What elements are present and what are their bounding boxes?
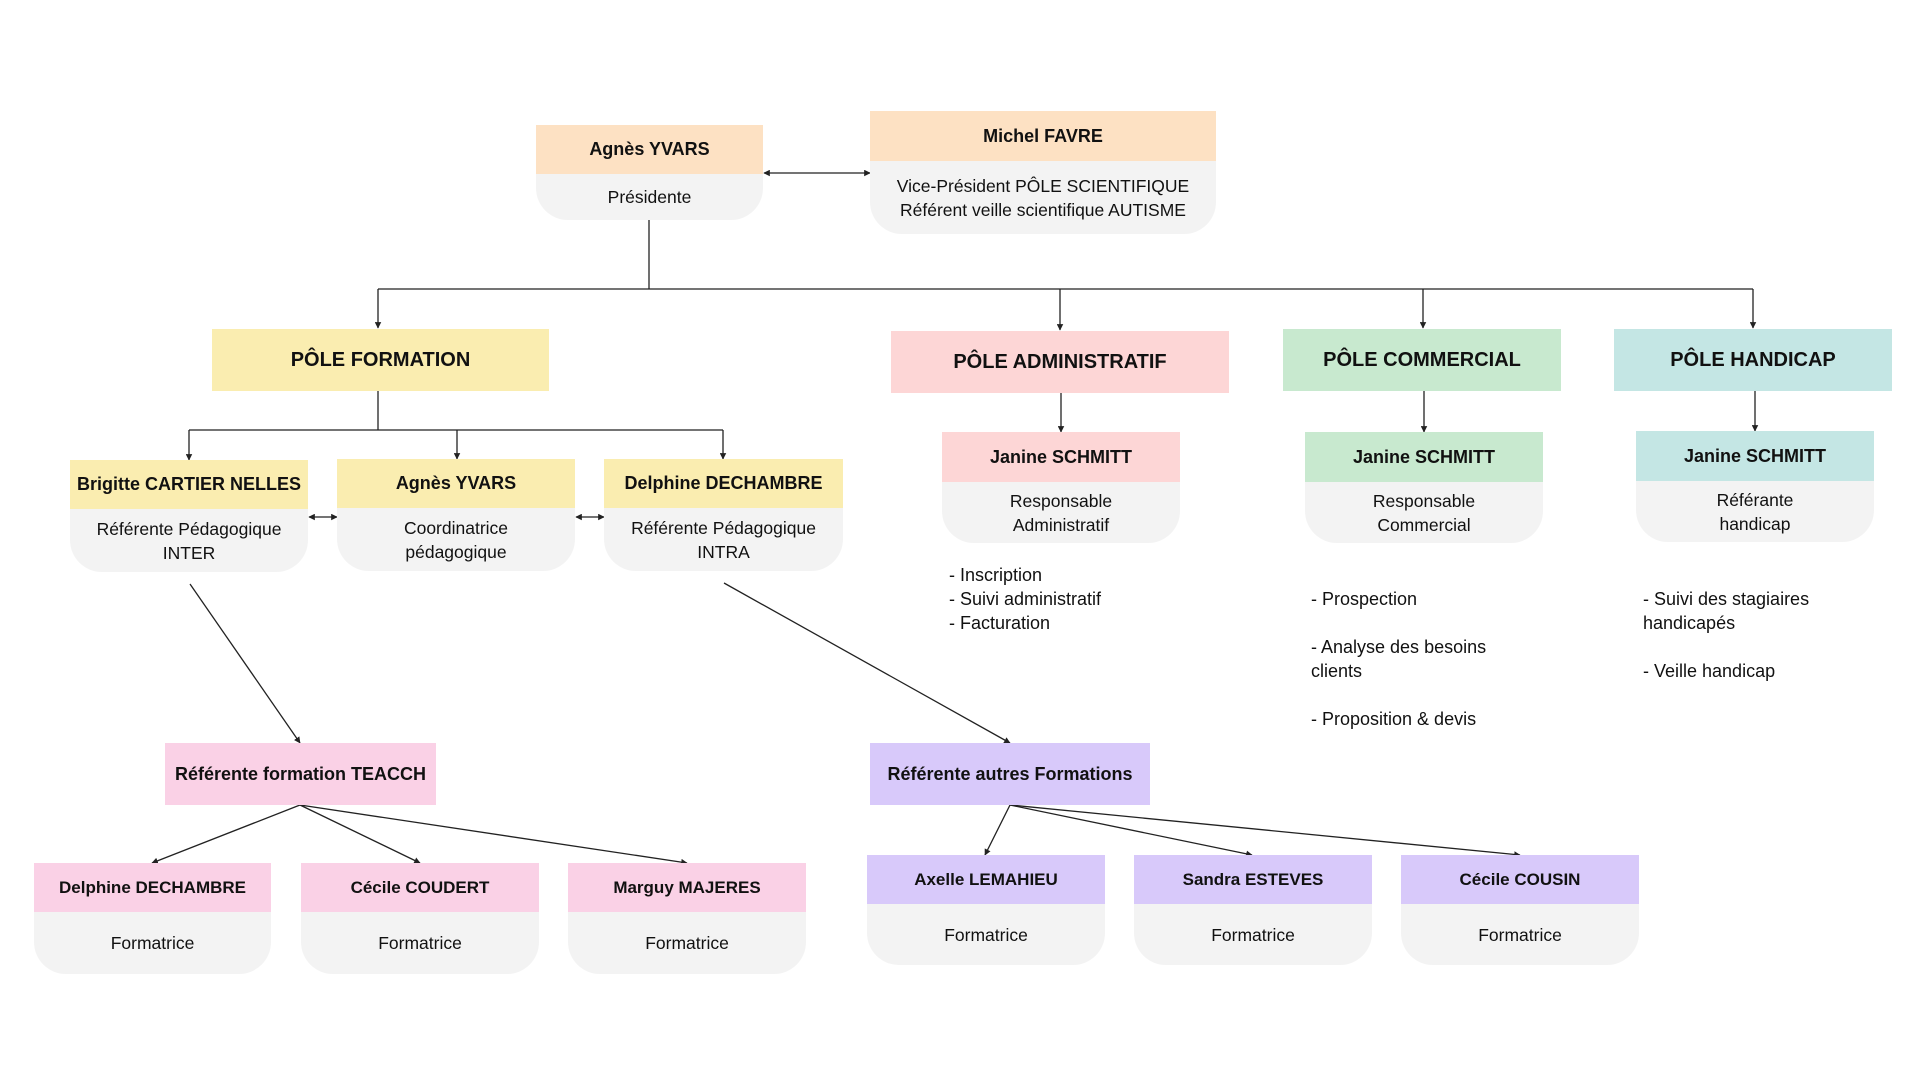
trainer-role: Formatrice — [867, 904, 1105, 965]
lead-card-commercial: Janine SCHMITT Responsable Commercial — [1305, 432, 1543, 543]
trainer-role: Formatrice — [1401, 904, 1639, 965]
pole-handicap-header: PÔLE HANDICAP — [1614, 329, 1892, 391]
lead-role: Référante handicap — [1636, 481, 1874, 542]
lead-name: Janine SCHMITT — [1305, 432, 1543, 482]
task-item: - Inscription — [949, 565, 1043, 585]
member-card-intra: Delphine DECHAMBRE Référente Pédagogique… — [604, 459, 843, 571]
president-role: Présidente — [536, 174, 763, 220]
autres-to-trainer-3 — [1009, 804, 1521, 858]
task-item: - Proposition & devis — [1311, 709, 1477, 729]
task-item: - Suivi des stagiaires handicapés — [1643, 589, 1810, 633]
president-card: Agnès YVARS Présidente — [536, 125, 763, 220]
member-card-inter: Brigitte CARTIER NELLES Référente Pédago… — [70, 460, 308, 572]
trainer-card-autres-3: Cécile COUSIN Formatrice — [1401, 855, 1639, 965]
trainer-name: Cécile COUDERT — [301, 863, 539, 912]
trainer-card-teacch-1: Delphine DECHAMBRE Formatrice — [34, 863, 271, 974]
member-name: Brigitte CARTIER NELLES — [70, 460, 308, 509]
trainer-name: Sandra ESTEVES — [1134, 855, 1372, 904]
link-intra-to-autres — [723, 582, 1011, 744]
vice-president-role: Vice-Président PÔLE SCIENTIFIQUE Référen… — [870, 161, 1216, 234]
task-item: - Suivi administratif — [949, 589, 1102, 609]
vice-president-card: Michel FAVRE Vice-Président PÔLE SCIENTI… — [870, 111, 1216, 234]
trainer-role: Formatrice — [34, 912, 271, 974]
autres-referent-header: Référente autres Formations — [870, 743, 1150, 805]
member-role: Référente Pédagogique INTER — [70, 509, 308, 572]
trainer-name: Axelle LEMAHIEU — [867, 855, 1105, 904]
pole-formation-header: PÔLE FORMATION — [212, 329, 549, 391]
member-card-coordination: Agnès YVARS Coordinatrice pédagogique — [337, 459, 575, 571]
lead-card-administratif: Janine SCHMITT Responsable Administratif — [942, 432, 1180, 543]
teacch-referent-header: Référente formation TEACCH — [165, 743, 436, 805]
tasks-handicap: - Suivi des stagiaires handicapés - Veil… — [1643, 563, 1809, 707]
task-item: - Analyse des besoins clients — [1311, 637, 1487, 681]
lead-role: Responsable Commercial — [1305, 482, 1543, 543]
pole-commercial-header: PÔLE COMMERCIAL — [1283, 329, 1561, 391]
vice-president-name: Michel FAVRE — [870, 111, 1216, 161]
trainer-role: Formatrice — [568, 912, 806, 974]
lead-name: Janine SCHMITT — [1636, 431, 1874, 481]
autres-to-trainer-2 — [1009, 804, 1253, 857]
lead-name: Janine SCHMITT — [942, 432, 1180, 482]
pole-administratif-header: PÔLE ADMINISTRATIF — [891, 331, 1229, 393]
autres-to-trainer-1 — [984, 804, 1011, 856]
trainer-name: Cécile COUSIN — [1401, 855, 1639, 904]
trainer-card-teacch-3: Marguy MAJERES Formatrice — [568, 863, 806, 974]
member-name: Agnès YVARS — [337, 459, 575, 508]
lead-card-handicap: Janine SCHMITT Référante handicap — [1636, 431, 1874, 542]
task-item: - Prospection — [1311, 589, 1418, 609]
trainer-card-teacch-2: Cécile COUDERT Formatrice — [301, 863, 539, 974]
trainer-role: Formatrice — [1134, 904, 1372, 965]
president-name: Agnès YVARS — [536, 125, 763, 174]
trainer-card-autres-1: Axelle LEMAHIEU Formatrice — [867, 855, 1105, 965]
trainer-role: Formatrice — [301, 912, 539, 974]
member-role: Coordinatrice pédagogique — [337, 508, 575, 571]
trainer-card-autres-2: Sandra ESTEVES Formatrice — [1134, 855, 1372, 965]
teacch-to-trainer-2 — [299, 804, 421, 864]
member-name: Delphine DECHAMBRE — [604, 459, 843, 508]
trainer-name: Delphine DECHAMBRE — [34, 863, 271, 912]
tasks-commercial: - Prospection - Analyse des besoins clie… — [1311, 563, 1486, 755]
task-item: - Veille handicap — [1643, 661, 1776, 681]
member-role: Référente Pédagogique INTRA — [604, 508, 843, 571]
teacch-to-trainer-1 — [151, 804, 301, 864]
teacch-to-trainer-3 — [299, 804, 688, 866]
tasks-administratif: - Inscription - Suivi administratif - Fa… — [949, 563, 1101, 635]
link-inter-to-teacch — [189, 583, 301, 744]
task-item: - Facturation — [949, 613, 1051, 633]
trainer-name: Marguy MAJERES — [568, 863, 806, 912]
lead-role: Responsable Administratif — [942, 482, 1180, 543]
